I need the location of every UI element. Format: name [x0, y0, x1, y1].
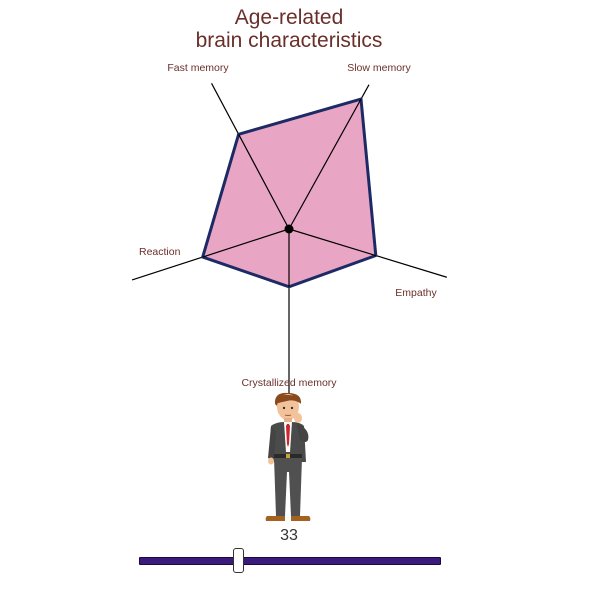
radar-value-spoke: [202, 228, 290, 258]
radar-axis-label: Empathy: [395, 287, 437, 299]
page-title: Age-related brain characteristics: [0, 6, 578, 52]
radar-center-dot: [284, 224, 294, 234]
businessman-thinking-icon: [262, 392, 316, 524]
radar-inner-spokes: [202, 98, 376, 287]
radar-axis-labels: Fast memory Slow memoryEmpathyCrystallize…: [139, 62, 437, 389]
radar-axis-label: Crystallized memory: [241, 377, 337, 389]
age-value: 33: [280, 527, 298, 544]
radar-value-spoke: [288, 228, 376, 257]
radar-axis-label: Slow memory: [347, 62, 411, 74]
title-line-2: brain characteristics: [195, 29, 383, 52]
radar-value-spoke: [288, 98, 362, 230]
radar-axis-label: Reaction: [139, 246, 181, 258]
age-slider-track[interactable]: [139, 557, 441, 565]
radar-polygon: [200, 97, 378, 289]
radar-value-spoke: [238, 134, 290, 230]
age-slider-thumb[interactable]: [232, 548, 244, 573]
radar-axis-label: Fast memory: [167, 62, 229, 74]
title-line-1: Age-related: [234, 6, 344, 29]
